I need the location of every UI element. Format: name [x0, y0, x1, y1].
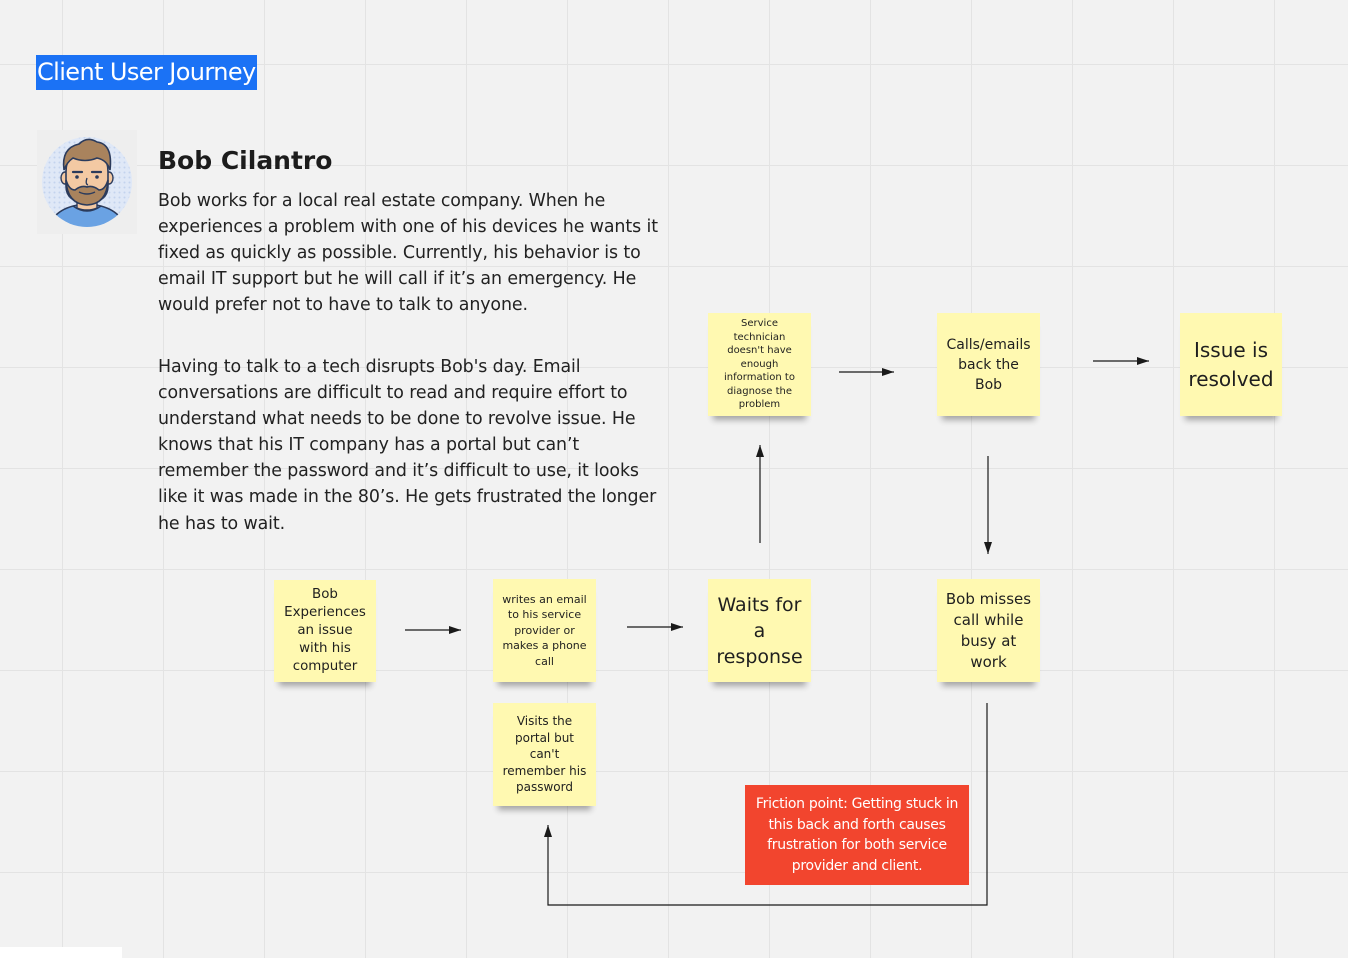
sticky-note-bob-misses[interactable]: Bob misses call while busy at work [937, 579, 1040, 682]
sticky-note-text: Issue is resolved [1188, 337, 1274, 391]
friction-point-text: Friction point: Getting stuck in this ba… [755, 796, 959, 874]
sticky-note-bob-experiences[interactable]: Bob Experiences an issue with his comput… [274, 580, 376, 682]
sticky-note-text: Service technician doesn't have enough i… [724, 317, 795, 411]
persona-name: Bob Cilantro [158, 146, 333, 175]
bottom-panel-edge [0, 947, 122, 958]
sticky-note-issue-resolved[interactable]: Issue is resolved [1180, 313, 1282, 416]
sticky-note-text: Waits for a response [716, 593, 803, 668]
arrow-misses-to-portal[interactable] [544, 703, 988, 906]
sticky-note-text: Visits the portal but can't remember his… [502, 714, 587, 795]
bearded-man-avatar-icon [37, 130, 137, 234]
sticky-note-text: Bob Experiences an issue with his comput… [284, 587, 366, 674]
friction-point-card[interactable]: Friction point: Getting stuck in this ba… [745, 785, 969, 885]
board-title[interactable]: Client User Journey [36, 55, 257, 90]
sticky-note-writes-email[interactable]: writes an email to his service provider … [493, 579, 596, 682]
sticky-note-visits-portal[interactable]: Visits the portal but can't remember his… [493, 703, 596, 806]
sticky-note-text: writes an email to his service provider … [502, 592, 587, 668]
sticky-note-waits[interactable]: Waits for a response [708, 579, 811, 682]
persona-description: Bob works for a local real estate compan… [158, 191, 658, 316]
persona-pain-points: Having to talk to a tech disrupts Bob's … [158, 357, 657, 534]
sticky-note-text: Calls/emails back the Bob [946, 336, 1031, 393]
sticky-note-technician[interactable]: Service technician doesn't have enough i… [708, 313, 811, 416]
sticky-note-calls-back[interactable]: Calls/emails back the Bob [937, 313, 1040, 416]
sticky-note-text: Bob misses call while busy at work [945, 589, 1032, 671]
